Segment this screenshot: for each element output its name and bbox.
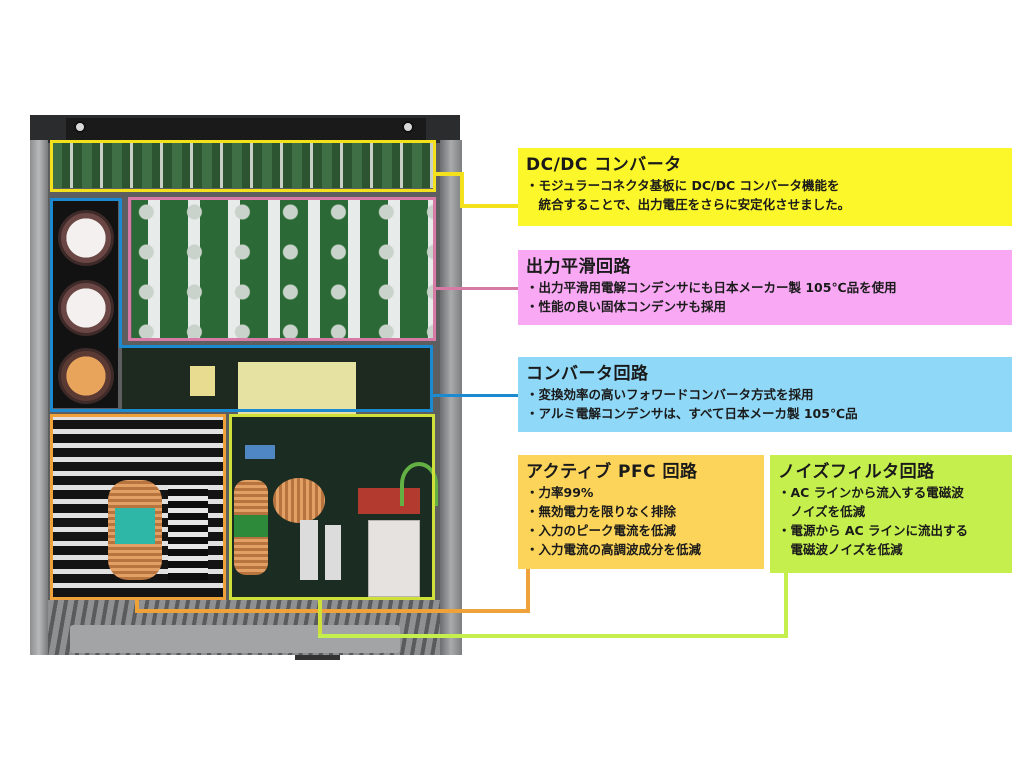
noise-filter-toroid — [273, 478, 325, 523]
callout-title: コンバータ回路 — [526, 364, 649, 384]
pfc-coil-label — [115, 508, 155, 544]
dcdc-region-outline — [50, 140, 436, 192]
noise-filter-coil-band — [234, 515, 268, 537]
psu-case-top-inner — [66, 118, 426, 140]
callout-item: ・AC ラインから流入する電磁波 — [778, 485, 964, 500]
callout-title: ノイズフィルタ回路 — [778, 462, 935, 482]
callout-active-pfc: アクティブ PFC 回路 ・力率99% ・無効電力を限りなく排除 ・入力のピーク… — [518, 455, 764, 569]
psu-case-tab — [295, 655, 340, 660]
x-capacitor — [245, 445, 275, 459]
noise-filter-region-outline — [229, 414, 435, 600]
callout-item: ・無効電力を限りなく排除 — [526, 504, 677, 519]
callout-item: ・電源から AC ラインに流出する — [778, 523, 969, 538]
callout-title: 出力平滑回路 — [526, 257, 631, 277]
ac-terminal — [300, 520, 318, 580]
callout-converter-circuit: コンバータ回路 ・変換効率の高いフォワードコンバータ方式を採用 ・アルミ電解コン… — [518, 357, 1012, 432]
capacitor-icon — [58, 280, 114, 336]
active-pfc-region-outline — [50, 414, 226, 600]
callout-item: 統合することで、出力電圧をさらに安定化させました。 — [526, 197, 851, 212]
callout-item: ・性能の良い固体コンデンサも採用 — [526, 299, 727, 314]
output-smoothing-board — [132, 200, 434, 340]
ground-wire — [400, 462, 438, 506]
callout-item: ・入力電流の高調波成分を低減 — [526, 542, 702, 557]
callout-item: ノイズを低減 — [778, 504, 866, 519]
callout-item: ・アルミ電解コンデンサは、すべて日本メーカ製 105℃品 — [526, 406, 858, 421]
callout-item: ・力率99% — [526, 485, 594, 500]
screw-icon — [74, 121, 86, 133]
aux-transformer — [190, 366, 215, 396]
callout-item: ・入力のピーク電流を低減 — [526, 523, 677, 538]
callout-item: ・モジュラーコネクタ基板に DC/DC コンバータ機能を — [526, 178, 840, 193]
psu-case-left-wall — [30, 140, 48, 655]
ac-terminal — [325, 525, 341, 580]
callout-output-smoothing: 出力平滑回路 ・出力平滑用電解コンデンサにも日本メーカー製 105℃品を使用 ・… — [518, 250, 1012, 325]
output-smoothing-region-outline — [128, 197, 436, 341]
main-transformer — [238, 362, 356, 417]
callout-item: ・出力平滑用電解コンデンサにも日本メーカー製 105℃品を使用 — [526, 280, 897, 295]
screw-icon — [402, 121, 414, 133]
capacitor-icon — [58, 348, 114, 404]
converter-connector-line — [433, 394, 520, 397]
capacitor-icon — [58, 210, 114, 266]
psu-case-right-wall — [440, 140, 462, 655]
callout-title: DC/DC コンバータ — [526, 155, 682, 175]
callout-item: ・変換効率の高いフォワードコンバータ方式を採用 — [526, 387, 814, 402]
callout-noise-filter: ノイズフィルタ回路 ・AC ラインから流入する電磁波 ノイズを低減 ・電源から … — [770, 455, 1012, 573]
ac-inlet-filter-capacitor — [368, 520, 420, 597]
pfc-heatsink-secondary — [168, 485, 208, 580]
psu-case-bottom-plate — [70, 625, 400, 653]
callout-item: 電磁波ノイズを低減 — [778, 542, 903, 557]
callout-title: アクティブ PFC 回路 — [526, 462, 698, 482]
callout-dcdc-converter: DC/DC コンバータ ・モジュラーコネクタ基板に DC/DC コンバータ機能を… — [518, 148, 1012, 226]
dcdc-module-board — [52, 142, 434, 188]
output-smoothing-connector-line — [436, 287, 520, 290]
